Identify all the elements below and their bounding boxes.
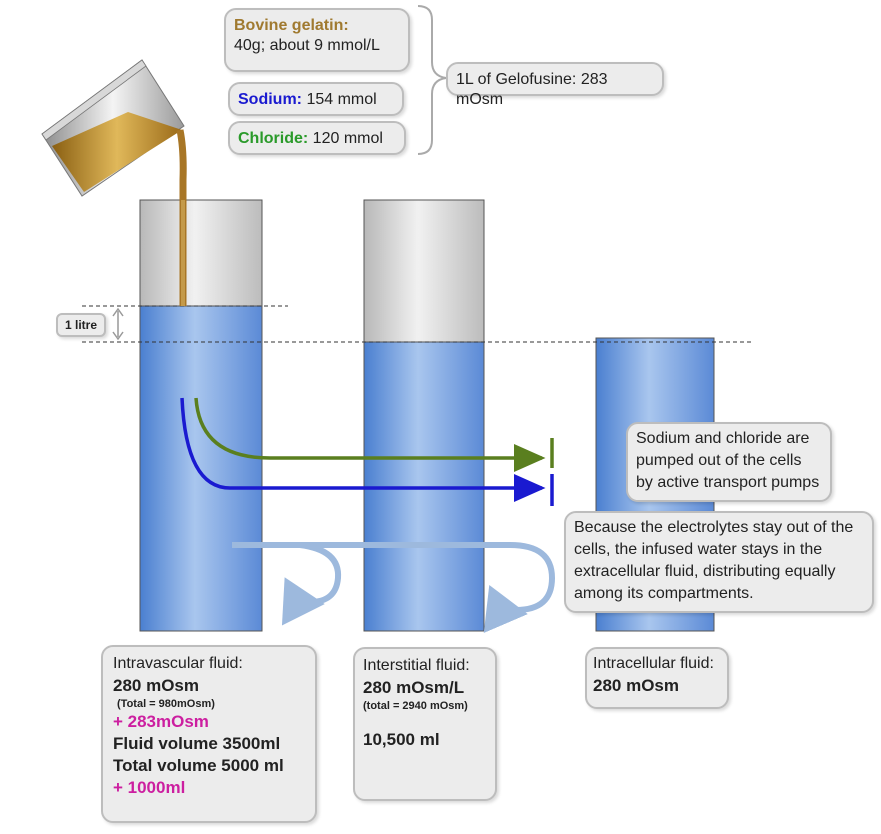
sodium-title: Sodium: (238, 91, 302, 108)
chloride-box: Chloride: 120 mmol (228, 121, 406, 155)
gelatin-value: 40g; about 9 mmol/L (234, 37, 380, 54)
water-return-arrow (281, 542, 342, 626)
distribution-note: Because the electrolytes stay out of the… (564, 511, 874, 613)
interstitial-info: Interstitial fluid: 280 mOsm/L (total = … (353, 647, 497, 801)
litre-label: 1 litre (56, 313, 106, 337)
gelatin-box: Bovine gelatin: 40g; about 9 mmol/L (224, 8, 410, 72)
intracellular-osm: 280 mOsm (593, 676, 679, 695)
interstitial-cylinder (363, 199, 485, 632)
interstitial-title: Interstitial fluid: (363, 657, 470, 674)
intravascular-osm: 280 mOsm (113, 676, 199, 695)
sodium-box: Sodium: 154 mmol (228, 82, 404, 116)
intravascular-total-volume: Total volume 5000 ml (113, 756, 284, 775)
pumps-note: Sodium and chloride are pumped out of th… (626, 422, 832, 502)
chloride-value: 120 mmol (312, 130, 383, 147)
intravascular-title: Intravascular fluid: (113, 655, 243, 672)
litre-arrow (112, 307, 124, 341)
intravascular-total-osm: (Total = 980mOsm) (117, 698, 215, 710)
distribution-note-text: Because the electrolytes stay out of the… (574, 519, 854, 602)
sodium-value: 154 mmol (306, 91, 377, 108)
intracellular-info: Intracellular fluid: 280 mOsm (585, 647, 729, 709)
gelofusine-total: 1L of Gelofusine: 283 mOsm (456, 71, 608, 108)
intravascular-cylinder (139, 199, 263, 632)
chloride-arrow (194, 397, 546, 472)
gelatin-title: Bovine gelatin: (234, 17, 349, 34)
chloride-title: Chloride: (238, 130, 309, 147)
interstitial-volume: 10,500 ml (363, 730, 440, 749)
interstitial-osm: 280 mOsm/L (363, 678, 465, 697)
pouring-cup (41, 59, 187, 306)
top-brace (417, 5, 447, 155)
intravascular-added-osm: + 283mOsm (113, 712, 209, 731)
intravascular-info: Intravascular fluid: 280 mOsm (Total = 9… (101, 645, 317, 823)
gelofusine-total-box: 1L of Gelofusine: 283 mOsm (446, 62, 664, 108)
pumps-note-text: Sodium and chloride are pumped out of th… (636, 430, 820, 491)
intracellular-title: Intracellular fluid: (593, 655, 714, 672)
water-distribution-arrow (232, 542, 556, 634)
sodium-arrow (180, 397, 546, 502)
intravascular-added-volume: + 1000ml (113, 778, 186, 797)
intravascular-fluid-volume: Fluid volume 3500ml (113, 734, 281, 753)
interstitial-total-osm: (total = 2940 mOsm) (363, 700, 468, 712)
